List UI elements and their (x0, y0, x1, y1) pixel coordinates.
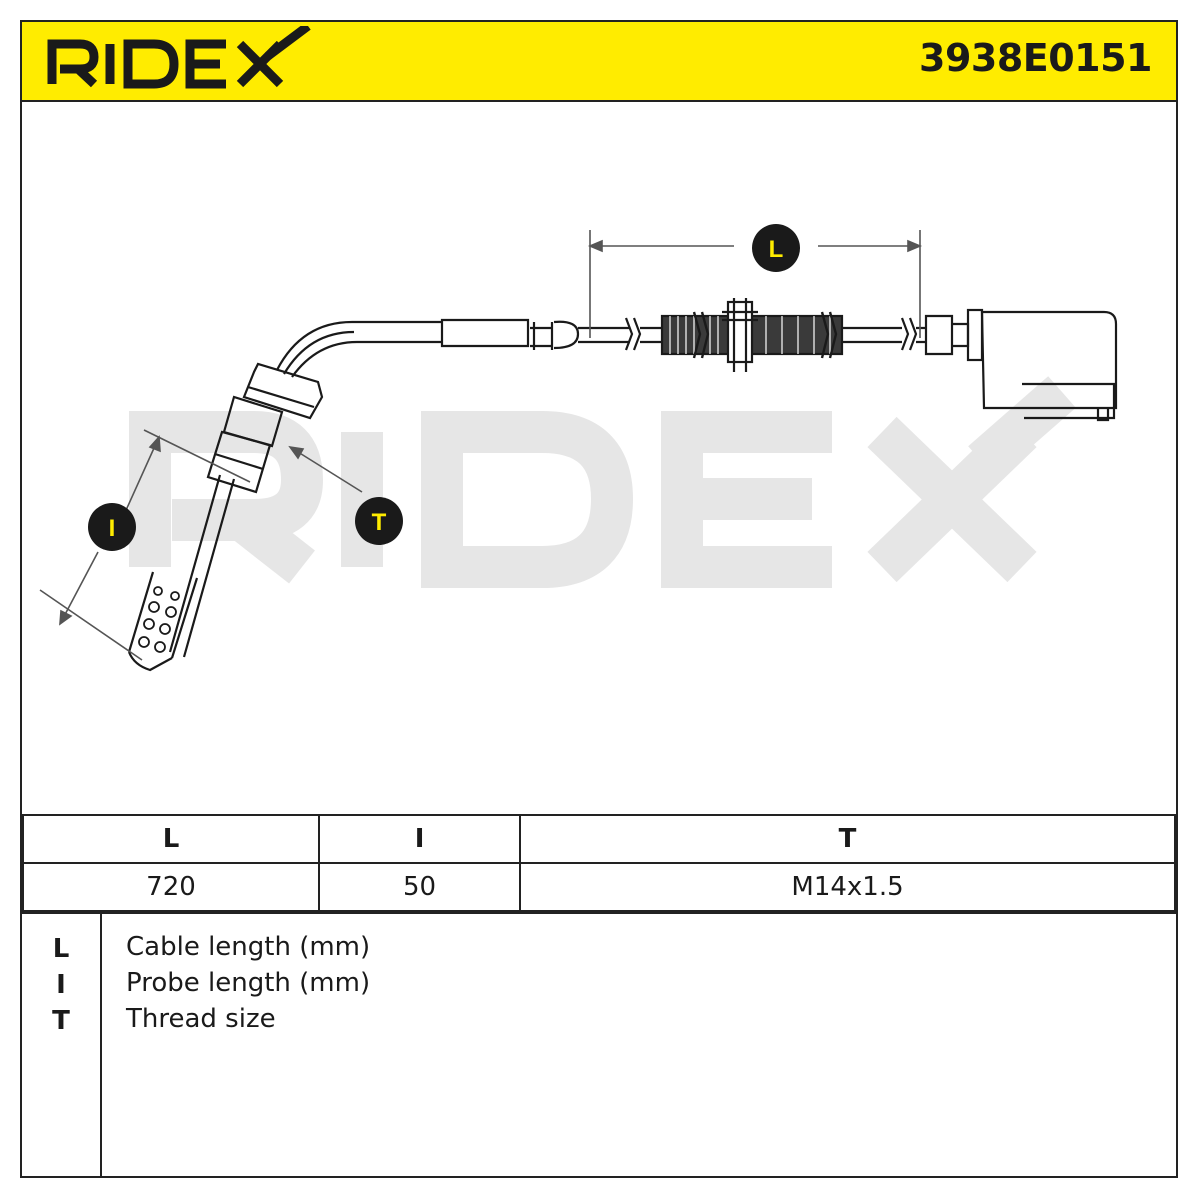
spec-value-row: 720 50 M14x1.5 (22, 862, 1176, 912)
marker-l-label: L (769, 236, 784, 263)
legend-description: Thread size (126, 1004, 276, 1034)
legend-description: Cable length (mm) (126, 932, 371, 962)
spec-header-cell: I (317, 814, 522, 864)
dimension-t (288, 445, 363, 493)
spec-value-cell: 720 (22, 862, 320, 912)
part-number: 3938E0151 (919, 36, 1152, 80)
ridex-logo (46, 22, 316, 100)
marker-i (88, 503, 136, 551)
spec-value-cell: M14x1.5 (519, 862, 1176, 912)
spec-value-cell: 50 (317, 862, 522, 912)
header-bar: 3938E0151 (22, 22, 1176, 102)
marker-t (355, 497, 403, 545)
spec-header-cell: T (519, 814, 1176, 864)
marker-t-label: T (372, 509, 387, 536)
dimension-i (39, 429, 251, 661)
spec-header-cell: L (22, 814, 320, 864)
legend-key: I (56, 970, 66, 1000)
legend-keys-column: L I T (22, 914, 102, 1176)
ridex-watermark (129, 376, 1076, 588)
spec-table: L I T 720 50 M14x1.5 (22, 814, 1176, 912)
marker-i-label: I (109, 515, 116, 542)
technical-drawing: L I T (22, 102, 1176, 814)
legend-key: T (52, 1006, 70, 1036)
legend-description: Probe length (mm) (126, 968, 371, 998)
marker-l (752, 224, 800, 272)
spec-header-row: L I T (22, 814, 1176, 864)
dimension-l (587, 230, 923, 338)
legend: L I T Cable length (mm) Probe length (mm… (22, 912, 1176, 1176)
legend-key: L (52, 934, 70, 964)
drawing-sheet: 3938E0151 (20, 20, 1178, 1178)
